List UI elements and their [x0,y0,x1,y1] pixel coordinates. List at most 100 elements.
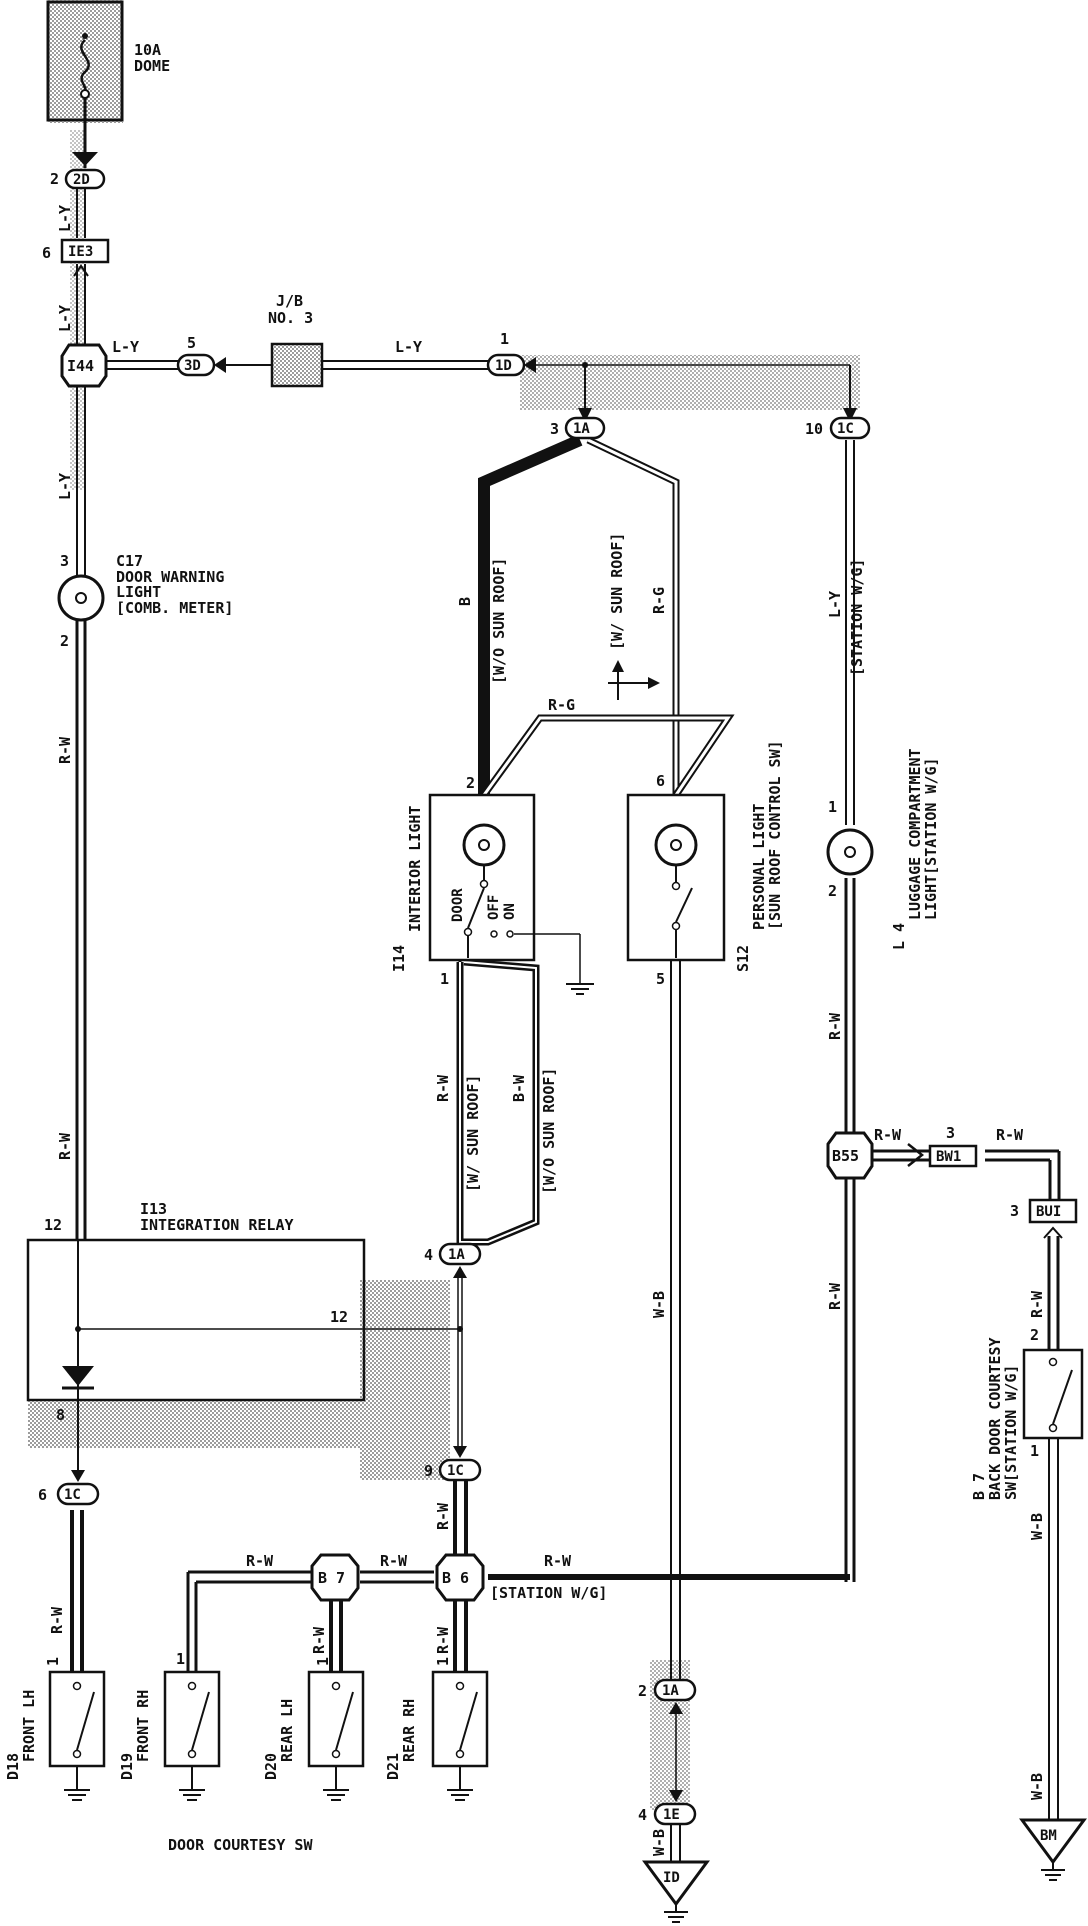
svg-text:4: 4 [638,1806,647,1824]
svg-text:BUI: BUI [1036,1204,1061,1220]
svg-text:J/B: J/B [276,292,303,310]
svg-text:I14: I14 [390,945,408,972]
b7-back-door-switch: 2 1 B 7 BACK DOOR COURTESY SW[STATION W/… [970,1326,1084,1500]
l4-luggage-light: 1 2 L 4 LUGGAGE COMPARTMENT LIGHT[STATIO… [826,748,940,950]
svg-text:R-W: R-W [434,1502,452,1530]
svg-text:I13: I13 [140,1200,167,1218]
svg-text:D19: D19 [118,1753,136,1780]
svg-text:2D: 2D [73,172,90,188]
connector-bui: BUI 3 [1010,1198,1078,1239]
svg-text:1: 1 [314,1657,332,1666]
s12-personal-light: 6 5 S12 PERSONAL LIGHT [SUN ROOF CONTROL… [626,740,784,988]
svg-text:L-Y: L-Y [56,305,74,332]
svg-text:9: 9 [424,1462,433,1480]
svg-text:R-W: R-W [246,1552,274,1570]
svg-text:B-W: B-W [510,1074,528,1102]
svg-text:W-B: W-B [650,1291,668,1318]
svg-text:FRONT RH: FRONT RH [134,1690,152,1762]
svg-text:R-W: R-W [544,1552,572,1570]
svg-text:12: 12 [44,1216,62,1234]
d20-rear-lh-switch: 1 D20 REAR LH [262,1657,365,1801]
svg-text:[SUN ROOF CONTROL SW]: [SUN ROOF CONTROL SW] [766,740,784,930]
svg-text:6: 6 [42,244,51,262]
d18-front-lh-switch: 1 D18 FRONT LH [4,1657,106,1801]
svg-text:INTERIOR LIGHT: INTERIOR LIGHT [406,806,424,932]
connector-b6: B 6 [435,1553,485,1602]
svg-text:R-W: R-W [826,1282,844,1310]
svg-text:S12: S12 [734,945,752,972]
connector-1c-top: 1C 10 [805,408,871,440]
connector-1a-mid: 1A 4 [424,1242,482,1278]
svg-text:R-W: R-W [826,1012,844,1040]
svg-text:2: 2 [50,170,59,188]
connector-1d: 1D 1 [486,330,536,377]
connector-ie3: IE3 6 [42,238,110,277]
svg-text:BACK DOOR COURTESY: BACK DOOR COURTESY [986,1337,1004,1500]
svg-text:1A: 1A [662,1683,679,1699]
connector-bw1: BW1 3 [907,1124,978,1168]
svg-text:NO. 3: NO. 3 [268,309,313,327]
svg-text:1D: 1D [495,358,512,374]
svg-text:W-B: W-B [1028,1773,1046,1800]
ground-id: ID [642,1860,710,1923]
svg-text:2: 2 [466,774,475,792]
svg-text:[W/ SUN ROOF]: [W/ SUN ROOF] [608,533,626,650]
svg-text:I44: I44 [67,357,94,375]
svg-text:LIGHT[STATION W/G]: LIGHT[STATION W/G] [922,757,940,920]
svg-text:BM: BM [1040,1828,1057,1844]
connector-3d: 3D 5 [176,334,226,377]
svg-text:2: 2 [60,632,69,650]
svg-text:[W/O SUN ROOF]: [W/O SUN ROOF] [540,1068,558,1194]
svg-text:L-Y: L-Y [826,591,844,618]
connector-b55: B55 [826,1131,874,1180]
svg-text:BW1: BW1 [936,1149,961,1165]
svg-text:2: 2 [1030,1326,1039,1344]
svg-text:8: 8 [56,1406,65,1424]
svg-text:INTEGRATION RELAY: INTEGRATION RELAY [140,1216,294,1234]
svg-text:D18: D18 [4,1753,22,1780]
connector-2d: 2D 2 [50,152,106,190]
svg-text:10: 10 [805,420,823,438]
svg-text:W-B: W-B [650,1829,668,1856]
svg-text:1C: 1C [64,1487,81,1503]
svg-text:1: 1 [440,970,449,988]
svg-text:B 6: B 6 [442,1569,469,1587]
svg-text:12: 12 [330,1308,348,1326]
svg-text:W-B: W-B [1028,1513,1046,1540]
svg-text:REAR RH: REAR RH [400,1699,418,1762]
svg-text:3D: 3D [184,358,201,374]
svg-text:3: 3 [1010,1202,1019,1220]
svg-text:D20: D20 [262,1753,280,1780]
svg-text:R-W: R-W [310,1626,328,1654]
svg-text:OFF: OFF [486,895,502,920]
svg-text:R-W: R-W [56,736,74,764]
connector-1a-top: 1A 3 [550,408,606,440]
svg-text:C17: C17 [116,552,143,570]
svg-text:4: 4 [424,1246,433,1264]
svg-text:1: 1 [44,1657,62,1666]
svg-text:D21: D21 [384,1753,402,1780]
svg-text:B: B [456,597,474,606]
svg-text:SW[STATION W/G]: SW[STATION W/G] [1002,1365,1020,1500]
svg-text:REAR LH: REAR LH [278,1699,296,1762]
svg-text:R-W: R-W [48,1606,66,1634]
svg-text:1: 1 [434,1657,452,1666]
connector-b7: B 7 [310,1553,360,1602]
svg-text:2: 2 [638,1682,647,1700]
svg-text:ON: ON [502,903,518,920]
ground-bm: BM [1019,1818,1087,1881]
c17-door-warning-light: 3 2 C17 DOOR WARNING LIGHT [COMB. METER] [57,552,233,650]
fuse-name: DOME [134,57,170,75]
svg-text:5: 5 [656,970,665,988]
svg-text:R-W: R-W [1028,1290,1046,1318]
svg-text:L-Y: L-Y [112,338,139,356]
svg-text:1: 1 [828,798,837,816]
svg-text:B 7: B 7 [318,1569,345,1587]
connector-1c-left: 1C 6 [38,1470,100,1506]
svg-text:L-Y: L-Y [56,205,74,232]
svg-text:[STATION W/G]: [STATION W/G] [848,559,866,676]
svg-text:B55: B55 [832,1147,859,1165]
fuse-10a-dome: 10A DOME [46,0,170,122]
svg-text:1A: 1A [573,421,590,437]
